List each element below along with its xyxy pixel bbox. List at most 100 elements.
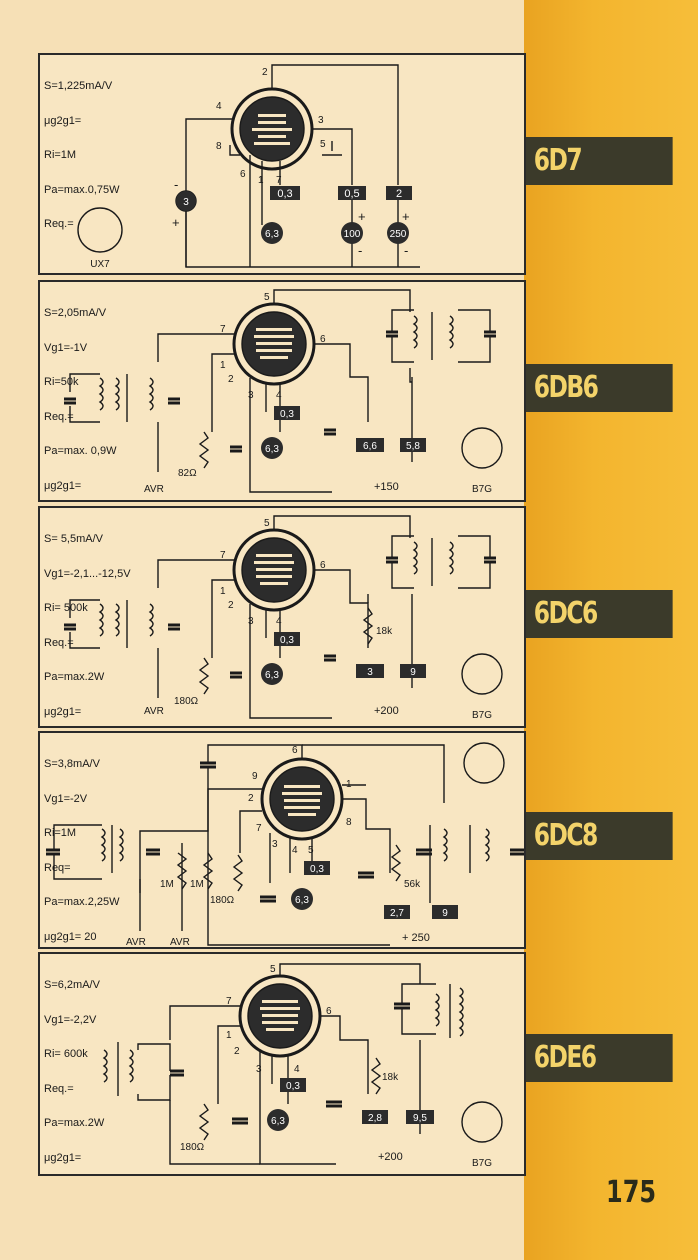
param-line: Pa=max.2W [44, 671, 105, 683]
pin-number: 2 [248, 793, 254, 804]
tube-parameters: S=1,225mA/V μg2g1= Ri=1M Pa=max.0,75W Re… [44, 58, 120, 254]
param-line: Req.= [44, 636, 74, 649]
pin-number: 1 [226, 1030, 232, 1041]
resistor-label: 18k [376, 626, 393, 637]
value-box: 0,3 [274, 632, 300, 646]
param-line: μg2g1= [44, 479, 82, 492]
param-line: Pa=max.2,25W [44, 896, 120, 908]
circle-label: 6,3 [265, 670, 279, 681]
pin-number: 4 [294, 1064, 300, 1075]
resistor-label: 1M [190, 879, 204, 890]
svg-text:0,3: 0,3 [310, 864, 324, 875]
param-line: Vg1=-2V [44, 792, 88, 805]
polarity-sign: - [174, 177, 178, 192]
pin-number: 2 [228, 374, 234, 385]
pin-number: 6 [320, 334, 326, 345]
supply-voltage: +200 [378, 1151, 403, 1163]
tube-parameters: S=6,2mA/V Vg1=-2,2V Ri= 600k Req.= Pa=ma… [44, 957, 104, 1187]
page-number: 175 [606, 1175, 657, 1210]
resistor-label: 18k [382, 1072, 399, 1083]
avr-label: AVR [170, 937, 190, 948]
value-box: 9 [400, 664, 426, 678]
socket-type: B7G [472, 710, 492, 721]
tube-parameters: S=2,05mA/V Vg1=-1V Ri=50k Req.= Pa=max. … [44, 285, 116, 515]
svg-text:2,7: 2,7 [390, 908, 404, 919]
param-line: Vg1=-2,1...-12,5V [44, 567, 131, 580]
polarity-sign: + [358, 209, 366, 224]
polarity-sign: + [172, 215, 180, 230]
resistor-label: 180Ω [180, 1142, 205, 1153]
value-box: 2,7 [384, 905, 410, 919]
pin-number: 8 [216, 141, 222, 152]
socket-type: UX7 [90, 259, 110, 270]
value-box: 0,3 [280, 1078, 306, 1092]
value-box: 9,5 [406, 1110, 434, 1124]
param-line: Vg1=-2,2V [44, 1013, 97, 1026]
svg-text:3: 3 [367, 667, 373, 678]
param-line: μg2g1= 20 [44, 930, 97, 943]
pin-number: 2 [228, 600, 234, 611]
svg-text:9: 9 [410, 667, 416, 678]
param-line: Ri=1M [44, 149, 77, 161]
value-box: 6,6 [356, 438, 384, 452]
pin-number: 7 [220, 324, 226, 335]
schematic-6db6: 0,3 6,6 5,8 6,3 5 7 6 1 2 3 4 82Ω AVR +1… [64, 289, 503, 495]
svg-text:0,3: 0,3 [280, 635, 294, 646]
pin-number: 2 [234, 1046, 240, 1057]
svg-text:0,3: 0,3 [280, 409, 294, 420]
value-box: 0,3 [304, 861, 330, 875]
pin-number: 6 [240, 169, 246, 180]
pin-number: 6 [320, 560, 326, 571]
polarity-sign: + [402, 209, 410, 224]
pin-number: 6 [292, 745, 298, 756]
tube-tag-6d7: 6D7 [526, 137, 673, 185]
pin-number: 5 [264, 292, 270, 303]
resistor-label: 56k [404, 879, 421, 890]
svg-text:0,3: 0,3 [286, 1081, 300, 1092]
tube-parameters: S= 5,5mA/V Vg1=-2,1...-12,5V Ri= 500k Re… [44, 511, 131, 741]
pin-number: 5 [264, 518, 270, 529]
schematic-6d7: 0,3 0,5 2 3 6,3 100 250 - + [77, 64, 420, 270]
param-line: S=2,05mA/V [44, 307, 107, 319]
svg-text:5,8: 5,8 [406, 441, 420, 452]
param-line: Pa=max. 0,9W [44, 445, 117, 457]
pin-number: 7 [226, 996, 232, 1007]
value-box: 5,8 [400, 438, 426, 452]
value-box: 2,8 [362, 1110, 388, 1124]
value-box: 0,5 [338, 186, 366, 200]
pin-number: 4 [276, 390, 282, 401]
pin-number: 1 [346, 779, 352, 790]
pin-number: 4 [276, 616, 282, 627]
param-line: Ri= 500k [44, 602, 88, 614]
param-line: μg2g1= [44, 705, 82, 718]
pin-number: 5 [308, 845, 314, 856]
pin-number: 1 [220, 586, 226, 597]
circle-label: 6,3 [265, 444, 279, 455]
pin-number: 3 [318, 115, 324, 126]
pin-number: 8 [346, 817, 352, 828]
pin-number: 3 [272, 839, 278, 850]
pin-number: 5 [270, 964, 276, 975]
circuit-panel-6dc6: S= 5,5mA/V Vg1=-2,1...-12,5V Ri= 500k Re… [38, 506, 526, 728]
circle-label: 100 [344, 229, 361, 240]
pin-number: 9 [252, 771, 258, 782]
supply-voltage: +150 [374, 481, 399, 493]
param-line: S=3,8mA/V [44, 758, 100, 770]
pin-number: 3 [248, 390, 254, 401]
tube-tag-6de6: 6DE6 [526, 1034, 673, 1082]
socket-type: B7G [472, 484, 492, 495]
value-box: 3 [356, 664, 384, 678]
pin-number: 1 [220, 360, 226, 371]
circle-label: 6,3 [265, 229, 279, 240]
supply-voltage: + 250 [402, 932, 430, 944]
schematic-6dc8: 0,3 2,7 9 6,3 6 9 1 2 8 7 3 4 5 1M 1M 18… [46, 742, 524, 948]
param-line: Pa=max.0,75W [44, 183, 120, 196]
svg-text:2,8: 2,8 [368, 1113, 382, 1124]
avr-label: AVR [126, 937, 146, 948]
param-line: Ri= 600k [44, 1048, 88, 1060]
param-line: S= 5,5mA/V [44, 533, 104, 545]
value-box: 0,3 [274, 406, 300, 420]
param-line: Req.= [44, 1082, 74, 1095]
pin-number: 7 [220, 550, 226, 561]
